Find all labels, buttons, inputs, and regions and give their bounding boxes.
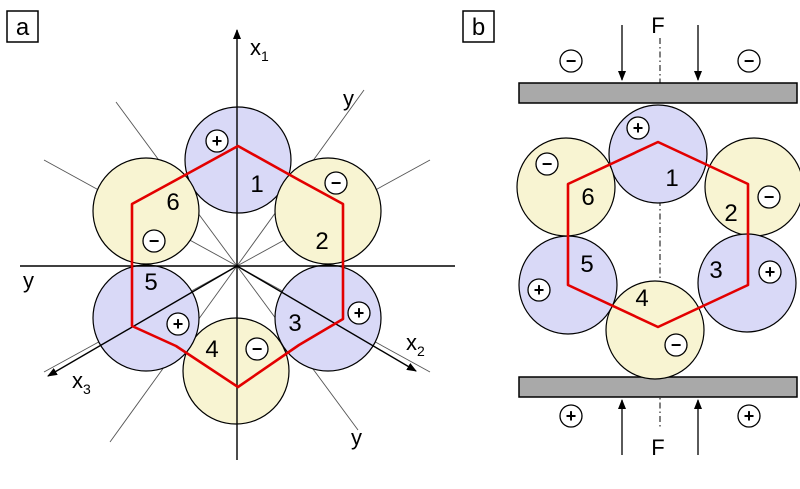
atom-b-4	[605, 280, 705, 380]
axis-label-y-bottom: y	[351, 425, 362, 450]
atom-b-6	[516, 137, 616, 237]
svg-text:+: +	[354, 303, 365, 323]
svg-text:+: +	[534, 280, 545, 300]
atom-b-2	[704, 137, 800, 237]
atom-5-number: 5	[144, 269, 157, 296]
bottom-sign-right: +	[737, 404, 761, 428]
axis-label-x2: x2	[406, 330, 425, 359]
svg-text:+: +	[765, 262, 776, 282]
axis-label-y-left: y	[23, 268, 34, 293]
hexagon-b	[566, 140, 750, 329]
top-sign-left: −	[559, 49, 583, 73]
svg-text:−: −	[252, 339, 263, 359]
bottom-plate	[518, 376, 798, 398]
svg-text:−: −	[744, 51, 755, 71]
atom-3-sign: +	[347, 301, 371, 325]
panel-b-label-box	[462, 10, 495, 43]
svg-text:−: −	[566, 51, 577, 71]
panel-b-label: b	[472, 14, 485, 41]
atom-6-number: 6	[166, 189, 179, 216]
svg-text:+: +	[566, 406, 577, 426]
panel-b-atoms	[516, 104, 800, 380]
top-sign-right: −	[737, 49, 761, 73]
top-plate	[518, 82, 798, 104]
svg-text:−: −	[764, 187, 775, 207]
svg-text:+: +	[212, 131, 223, 151]
atom-b-1-number: 1	[665, 165, 678, 192]
atom-6	[92, 157, 200, 265]
atom-b-3-number: 3	[709, 257, 722, 284]
atom-4	[182, 317, 290, 425]
atom-4-number: 4	[205, 336, 218, 363]
atom-1-number: 1	[250, 171, 263, 198]
force-label-bottom: F	[651, 435, 664, 460]
atom-3-number: 3	[288, 310, 301, 337]
atom-b-4-sign: −	[664, 333, 688, 357]
svg-text:+: +	[173, 314, 184, 334]
bottom-sign-left: +	[559, 404, 583, 428]
atom-b-4-number: 4	[635, 285, 648, 312]
panel-a: a x1 x2 x3	[6, 10, 455, 460]
atom-b-2-number: 2	[724, 200, 737, 227]
atom-b-6-sign: −	[535, 152, 559, 176]
atom-1-sign: +	[205, 129, 229, 153]
atom-b-1	[608, 104, 708, 204]
axis-label-x3: x3	[72, 368, 91, 397]
svg-text:+: +	[744, 406, 755, 426]
svg-text:−: −	[149, 231, 160, 251]
panel-a-label: a	[16, 14, 30, 41]
svg-text:−: −	[542, 154, 553, 174]
atom-2-sign: −	[324, 171, 348, 195]
panel-a-label-box	[6, 10, 39, 43]
atom-b-2-sign: −	[757, 185, 781, 209]
axis-label-y-top: y	[343, 86, 354, 111]
axis-x3	[47, 265, 238, 377]
svg-text:−: −	[671, 335, 682, 355]
atom-4-sign: −	[245, 337, 269, 361]
svg-text:+: +	[633, 118, 644, 138]
atom-b-5-sign: +	[527, 278, 551, 302]
atom-1	[184, 106, 292, 214]
panel-b: b F F − − + + 1 2 3 4	[462, 10, 800, 460]
axis-x2	[236, 265, 417, 372]
atom-6-sign: −	[142, 229, 166, 253]
axis-label-x1: x1	[250, 35, 269, 64]
svg-text:−: −	[331, 173, 342, 193]
atom-2-number: 2	[315, 228, 328, 255]
atom-5-sign: +	[166, 312, 190, 336]
atom-b-3-sign: +	[758, 260, 782, 284]
atom-b-1-sign: +	[626, 116, 650, 140]
atom-2	[274, 157, 382, 265]
atom-b-6-number: 6	[581, 184, 594, 211]
hexagon-a	[130, 144, 345, 389]
atom-b-5-number: 5	[580, 251, 593, 278]
force-label-top: F	[651, 13, 664, 38]
